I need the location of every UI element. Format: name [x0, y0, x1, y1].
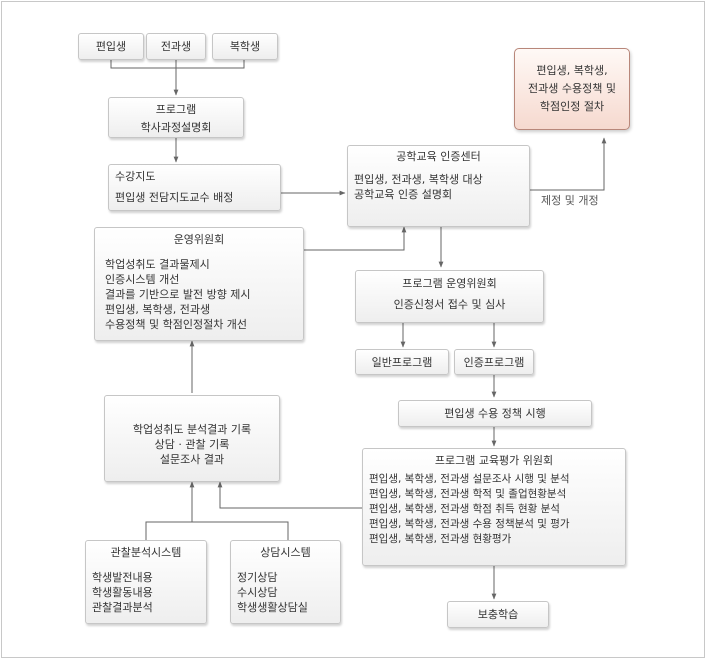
- counseling-system-box: 상담시스템 정기상담 수시상담 학생생활상담실: [230, 540, 341, 624]
- program-committee-title: 프로그램 운영위원회: [402, 277, 497, 290]
- certification-center-box: 공학교육 인증센터 편입생, 전과생, 복학생 대상 공학교육 인증 설명회: [347, 145, 530, 227]
- evaluation-committee-line: 편입생, 복학생, 전과생 현황평가: [369, 533, 512, 545]
- records-line: 학업성취도 분석결과 기록: [132, 423, 252, 436]
- operating-committee-line: 수용정책 및 학점인정절차 개선: [105, 318, 248, 331]
- revision-label: 제정 및 개정: [541, 194, 599, 207]
- records-line: 설문조사 결과: [159, 453, 225, 466]
- operating-committee-line: 학업성취도 결과물제시: [105, 258, 210, 271]
- orientation-title: 프로그램: [155, 103, 197, 116]
- orientation-box: 프로그램 학사과정설명회: [108, 97, 244, 138]
- operating-committee-box: 운영위원회 학업성취도 결과물제시 인증시스템 개선 결과를 기반으로 발전 방…: [94, 227, 304, 341]
- evaluation-committee-box: 프로그램 교육평가 위원회 편입생, 복학생, 전과생 설문조사 시행 및 분석…: [362, 448, 626, 566]
- evaluation-committee-title: 프로그램 교육평가 위원회: [434, 454, 554, 467]
- input-returning-student: 복학생: [212, 33, 278, 60]
- counseling-system-title: 상담시스템: [260, 546, 311, 559]
- orientation-line: 학사과정설명회: [140, 121, 212, 134]
- target-line: 학점인정 절차: [539, 100, 605, 113]
- certification-program-box: 인증프로그램: [454, 349, 534, 375]
- acceptance-policy-box: 편입생, 복학생, 전과생 수용정책 및 학점인정 절차: [514, 48, 630, 130]
- arrow-eval-to-records: [217, 481, 362, 509]
- records-line: 상담 · 관찰 기록: [154, 438, 230, 451]
- observation-system-line: 학생활동내용: [92, 586, 153, 599]
- counseling-system-line: 정기상담: [237, 571, 278, 584]
- program-committee-line: 인증신청서 접수 및 심사: [393, 298, 506, 311]
- observation-system-line: 학생발전내용: [92, 571, 153, 584]
- advising-box: 수강지도 편입생 전담지도교수 배정: [108, 164, 281, 211]
- systems-merge-line: [145, 521, 289, 540]
- supplementary-learning-box: 보충학습: [447, 601, 549, 628]
- counseling-system-line: 수시상담: [237, 586, 278, 599]
- input-transfer-student: 편입생: [78, 33, 144, 60]
- counseling-system-line: 학생생활상담실: [237, 601, 308, 614]
- center-line: 편입생, 전과생, 복학생 대상: [354, 173, 483, 186]
- evaluation-committee-line: 편입생, 복학생, 전과생 학적 및 졸업현황분석: [369, 488, 567, 500]
- center-title: 공학교육 인증센터: [396, 150, 481, 163]
- operating-committee-title: 운영위원회: [173, 233, 225, 246]
- arrow-center-to-target: [530, 137, 607, 191]
- evaluation-committee-line: 편입생, 복학생, 전과생 학점 취득 현황 분석: [369, 503, 560, 515]
- operating-committee-line: 결과를 기반으로 발전 방향 제시: [105, 288, 251, 301]
- operating-committee-line: 인증시스템 개선: [105, 273, 180, 286]
- advising-line: 편입생 전담지도교수 배정: [115, 191, 234, 204]
- policy-implementation-box: 편입생 수용 정책 시행: [398, 400, 592, 427]
- observation-system-line: 관찰결과분석: [92, 601, 153, 614]
- general-program-box: 일반프로그램: [355, 349, 449, 375]
- observation-system-box: 관찰분석시스템 학생발전내용 학생활동내용 관찰결과분석: [85, 540, 207, 624]
- records-box: 학업성취도 분석결과 기록 상담 · 관찰 기록 설문조사 결과: [104, 395, 280, 482]
- target-line: 편입생, 복학생,: [536, 64, 608, 77]
- arrow-committee-to-center: [304, 226, 407, 251]
- target-line: 전과생 수용정책 및: [528, 82, 616, 95]
- input-major-change-student: 전과생: [146, 33, 206, 60]
- evaluation-committee-line: 편입생, 복학생, 전과생 설문조사 시행 및 분석: [369, 473, 570, 485]
- operating-committee-line: 편입생, 복학생, 전과생: [105, 303, 211, 316]
- center-line: 공학교육 인증 설명회: [354, 188, 453, 201]
- inputs-merge-line: [110, 60, 245, 69]
- observation-system-title: 관찰분석시스템: [110, 546, 182, 559]
- evaluation-committee-line: 편입생, 복학생, 전과생 수용 정책분석 및 평가: [369, 518, 570, 530]
- advising-title: 수강지도: [115, 170, 156, 183]
- program-committee-box: 프로그램 운영위원회 인증신청서 접수 및 심사: [355, 270, 544, 323]
